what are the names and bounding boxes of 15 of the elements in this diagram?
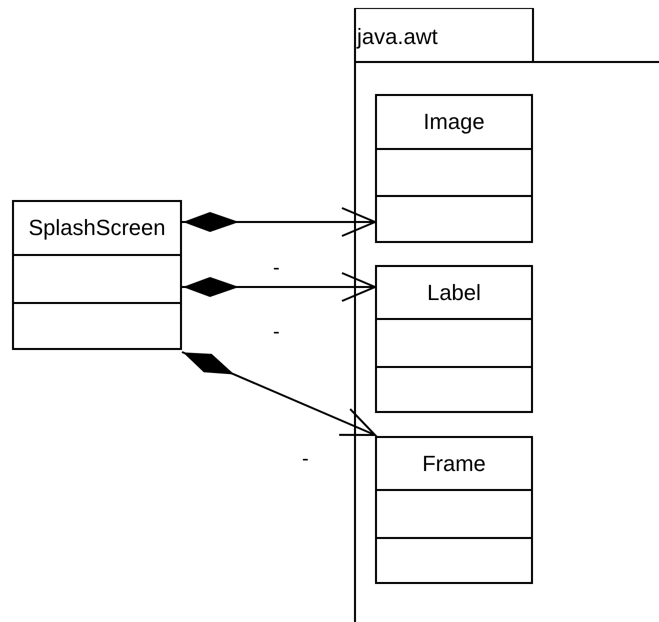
class-name: Label — [427, 282, 481, 304]
class-box — [375, 436, 533, 584]
composition-arrow — [182, 272, 376, 302]
class-name: SplashScreen — [28, 217, 166, 239]
multiplicity-label: - — [273, 258, 280, 278]
class-box — [375, 94, 533, 243]
package-name: java.awt — [357, 26, 438, 48]
class-box — [375, 265, 533, 413]
multiplicity-label: - — [302, 449, 309, 469]
class-name: Image — [423, 110, 485, 133]
composition-arrow — [182, 351, 376, 436]
multiplicity-label: - — [273, 322, 280, 342]
composition-arrow — [182, 207, 376, 237]
class-name: Frame — [422, 452, 486, 475]
class-box — [12, 200, 182, 350]
